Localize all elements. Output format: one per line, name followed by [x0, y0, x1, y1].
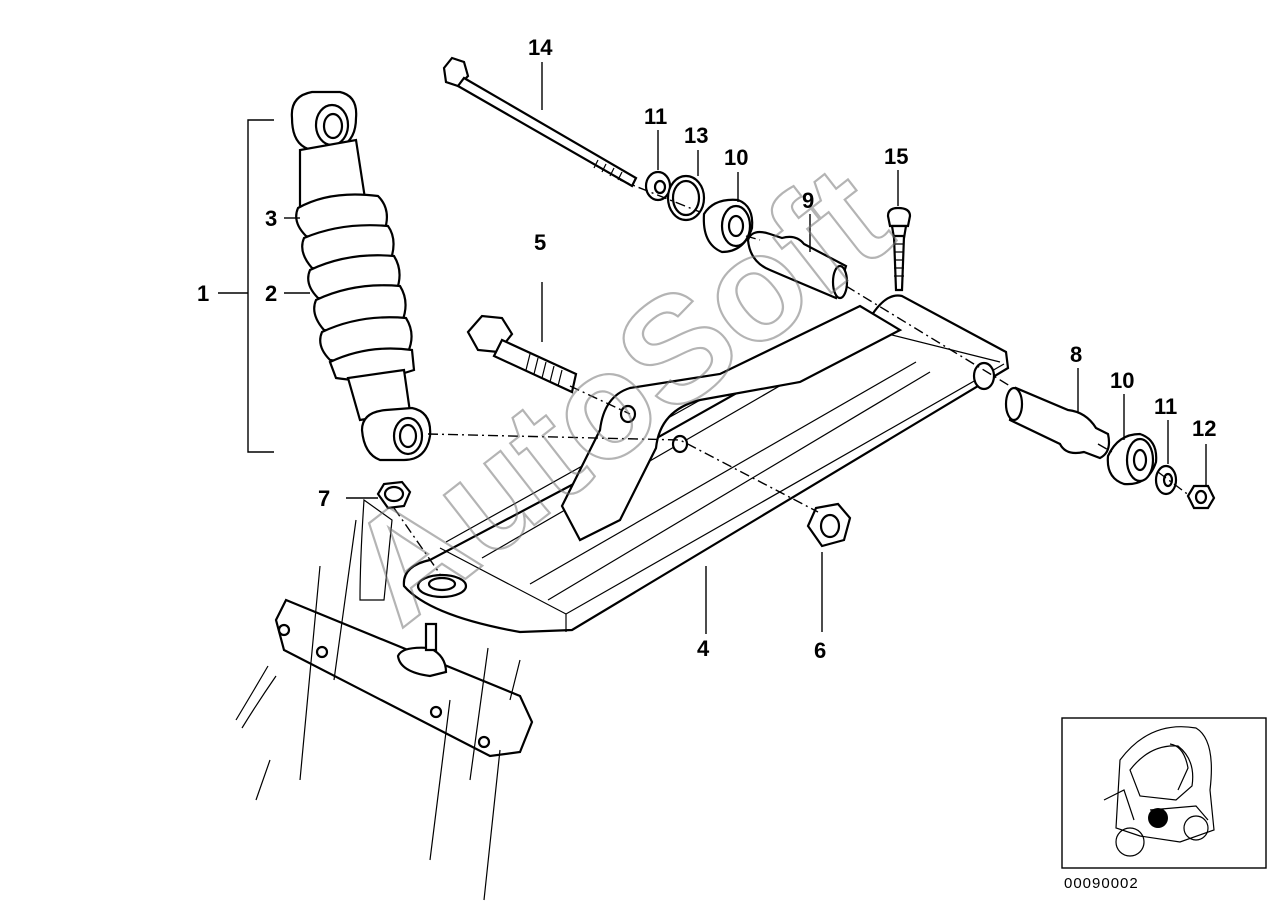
assembly-axis-lines: [393, 179, 1191, 575]
bolt-14[interactable]: [442, 56, 638, 188]
circlip-13[interactable]: [666, 174, 706, 222]
callout-11-right: 11: [1154, 394, 1177, 419]
washer-11-right[interactable]: [1154, 464, 1178, 496]
callout-11-top: 11: [644, 104, 667, 129]
callout-7: 7: [318, 486, 330, 511]
callout-8: 8: [1070, 342, 1082, 367]
frame-section: [235, 498, 534, 901]
bushing-8[interactable]: [1004, 386, 1111, 460]
nut-12[interactable]: [1186, 484, 1216, 510]
swing-arm[interactable]: [402, 294, 1010, 634]
callout-9: 9: [802, 188, 814, 213]
callout-3: 3: [265, 206, 277, 231]
bushing-9[interactable]: [746, 230, 849, 300]
callout-5: 5: [534, 230, 546, 255]
callout-1: 1: [197, 281, 209, 306]
shock-absorber[interactable]: [290, 90, 432, 462]
callout-10-right: 10: [1110, 368, 1134, 393]
bolt-5[interactable]: [466, 314, 578, 394]
callout-6: 6: [814, 638, 826, 663]
diagram-part-number: 00090002: [1064, 875, 1139, 892]
vehicle-thumbnail[interactable]: [1061, 717, 1267, 869]
callout-14: 14: [528, 35, 553, 60]
nut-6[interactable]: [806, 502, 852, 548]
callout-15: 15: [884, 144, 908, 169]
nut-7[interactable]: [376, 480, 412, 510]
callout-12: 12: [1192, 416, 1216, 441]
callout-10-top: 10: [724, 145, 748, 170]
callout-13: 13: [684, 123, 708, 148]
bearing-10-right[interactable]: [1106, 432, 1158, 486]
bearing-10-top[interactable]: [702, 198, 754, 254]
callout-2: 2: [265, 281, 277, 306]
callout-4: 4: [697, 636, 710, 661]
screw-15[interactable]: [886, 206, 912, 292]
